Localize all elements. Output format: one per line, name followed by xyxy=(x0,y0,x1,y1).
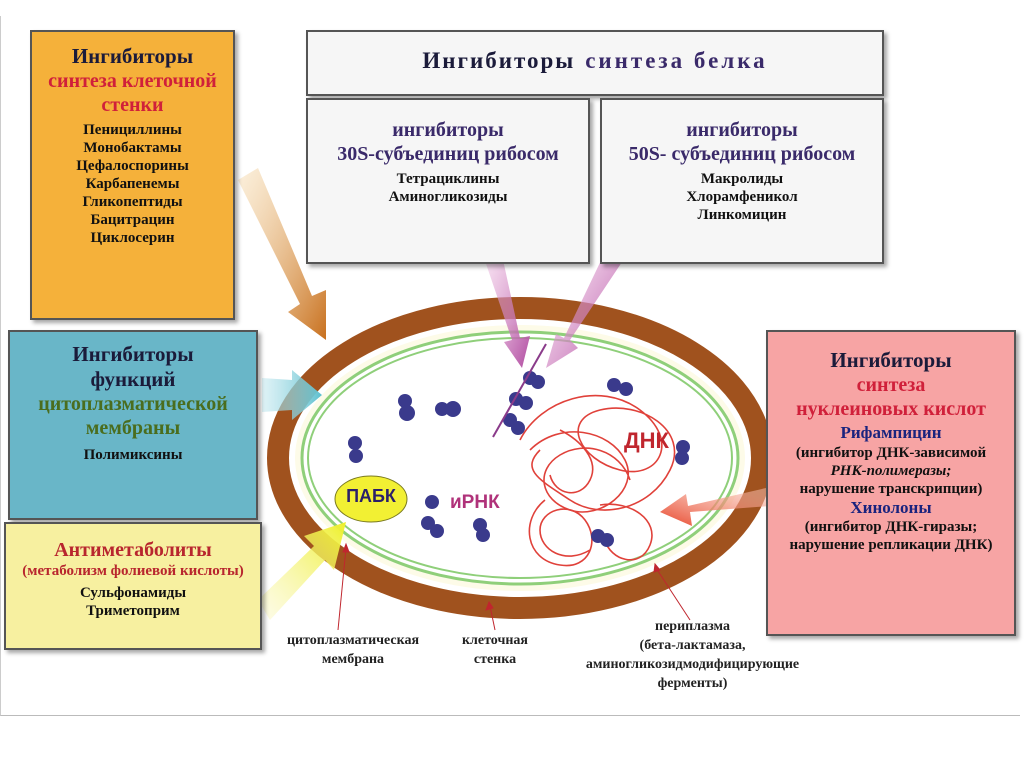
drug-item: Тетрациклины xyxy=(396,171,500,187)
panel-subtitle: 50S- субъединиц рибосом xyxy=(628,143,856,165)
panel-title: Ингибиторы xyxy=(830,348,952,372)
protein-synthesis-title-panel: Ингибиторы синтеза белка xyxy=(306,30,884,96)
label-line: клеточная xyxy=(461,633,528,648)
ribosome xyxy=(591,529,614,547)
drug-item: Полимиксины xyxy=(83,447,183,464)
nucleic-inhibitor-arrow xyxy=(660,488,770,526)
cell-wall xyxy=(267,297,773,619)
drug-item: Карбапенемы xyxy=(85,176,180,193)
panel-subtitle: 30S-субъединиц рибосом xyxy=(337,143,559,165)
drug-description: (ингибитор ДНК-зависимой xyxy=(795,444,987,461)
mrna-strand xyxy=(492,343,547,438)
cell-wall-label: клеточная стенка xyxy=(445,632,545,670)
drug-item: Триметоприм xyxy=(86,603,180,619)
ribosome-50s-arrow xyxy=(546,250,622,368)
panel-subtitle: стенки xyxy=(101,94,164,117)
drug-item: Бацитрацин xyxy=(90,212,175,229)
panel-title: ингибиторы xyxy=(392,119,504,141)
panel-title: Ингибиторы xyxy=(71,44,194,68)
ribosome xyxy=(473,518,490,542)
cell-wall-inhibitors-panel: Ингибиторы синтеза клеточной стенки Пени… xyxy=(30,30,235,320)
drug-name: Хинолоны xyxy=(850,497,932,517)
dna-label: ДНК xyxy=(624,428,669,453)
membrane-inhibitors-panel: Ингибиторы функций цитоплазматической ме… xyxy=(8,330,258,520)
label-line: ферменты) xyxy=(657,675,728,691)
panel-subtitle: (метаболизм фолиевой кислоты) xyxy=(22,563,244,579)
panel-title: ингибиторы xyxy=(686,119,798,141)
ribosome xyxy=(607,378,633,396)
mrna-label: иРНК xyxy=(450,492,500,513)
panel-subtitle: синтеза xyxy=(856,374,926,397)
panel-subtitle: синтеза клеточной xyxy=(48,70,217,93)
ribosome xyxy=(421,495,444,538)
ribosome xyxy=(523,371,545,389)
ribosome-50s-panel: ингибиторы 50S- субъединиц рибосом Макро… xyxy=(600,98,884,264)
ribosome xyxy=(503,413,525,435)
drug-item: Макролиды xyxy=(700,171,784,187)
label-line: (бета-лактамаза, xyxy=(639,637,746,653)
drug-item: Сульфонамиды xyxy=(79,585,187,601)
panel-subtitle: цитоплазматической xyxy=(38,393,228,416)
drug-item: Монобактамы xyxy=(83,140,182,157)
ribosomes xyxy=(348,371,690,547)
diagram-frame xyxy=(0,16,1020,716)
ribosome-30s-arrow xyxy=(482,246,530,368)
ribosome-30s-panel: ингибиторы 30S-субъединиц рибосом Тетрац… xyxy=(306,98,590,264)
panel-subtitle: мембраны xyxy=(85,417,181,440)
cytoplasmic-membrane xyxy=(300,330,740,586)
label-line: цитоплазматическая xyxy=(286,633,420,648)
panel-title-accent: синтеза белка xyxy=(585,48,768,73)
label-line: мембрана xyxy=(321,651,385,667)
drug-description: нарушение транскрипции) xyxy=(799,480,983,497)
drug-item: Аминогликозиды xyxy=(388,189,508,205)
ribosome xyxy=(398,394,415,421)
drug-item: Цефалоспорины xyxy=(76,158,189,175)
panel-title: Антиметаболиты xyxy=(54,539,212,561)
drug-description: РНК-полимеразы; xyxy=(830,462,952,479)
ribosome xyxy=(435,401,461,417)
drug-name: Рифампицин xyxy=(840,423,942,443)
nucleic-acid-inhibitors-panel: Ингибиторы синтеза нуклеиновых кислот Ри… xyxy=(766,330,1016,636)
ribosome xyxy=(348,436,363,463)
drug-item: Линкомицин xyxy=(697,207,787,223)
pabk-label: ПАБК xyxy=(346,486,396,506)
label-line: аминогликозидмодифицирующие xyxy=(585,656,800,672)
label-pointers xyxy=(337,542,691,631)
label-line: периплазма xyxy=(655,619,730,634)
panel-subtitle: нуклеиновых кислот xyxy=(796,398,986,421)
dna-strand xyxy=(519,394,676,567)
panel-title: Ингибиторы xyxy=(72,342,194,366)
ribosome xyxy=(675,440,690,465)
label-line: стенка xyxy=(473,651,517,667)
drug-item: Пенициллины xyxy=(83,122,182,139)
drug-description: (ингибитор ДНК-гиразы; xyxy=(804,518,978,535)
cytoplasmic-membrane-label: цитоплазматическая мембрана xyxy=(268,632,438,670)
panel-title: Ингибиторы xyxy=(422,48,576,73)
cell-wall-inhibitor-arrow xyxy=(238,168,326,340)
antimetabolites-panel: Антиметаболиты (метаболизм фолиевой кисл… xyxy=(4,522,262,650)
drug-description: нарушение репликации ДНК) xyxy=(789,536,993,553)
pabk-marker xyxy=(334,475,408,523)
antimetabolite-arrow xyxy=(258,522,346,620)
membrane-inhibitor-arrow xyxy=(262,370,322,420)
panel-title: функций xyxy=(90,367,176,392)
periplasm-label: периплазма (бета-лактамаза, аминогликози… xyxy=(555,618,830,694)
drug-item: Гликопептиды xyxy=(82,194,183,211)
drug-item: Циклосерин xyxy=(90,230,175,247)
drug-item: Хлорамфеникол xyxy=(686,189,798,205)
